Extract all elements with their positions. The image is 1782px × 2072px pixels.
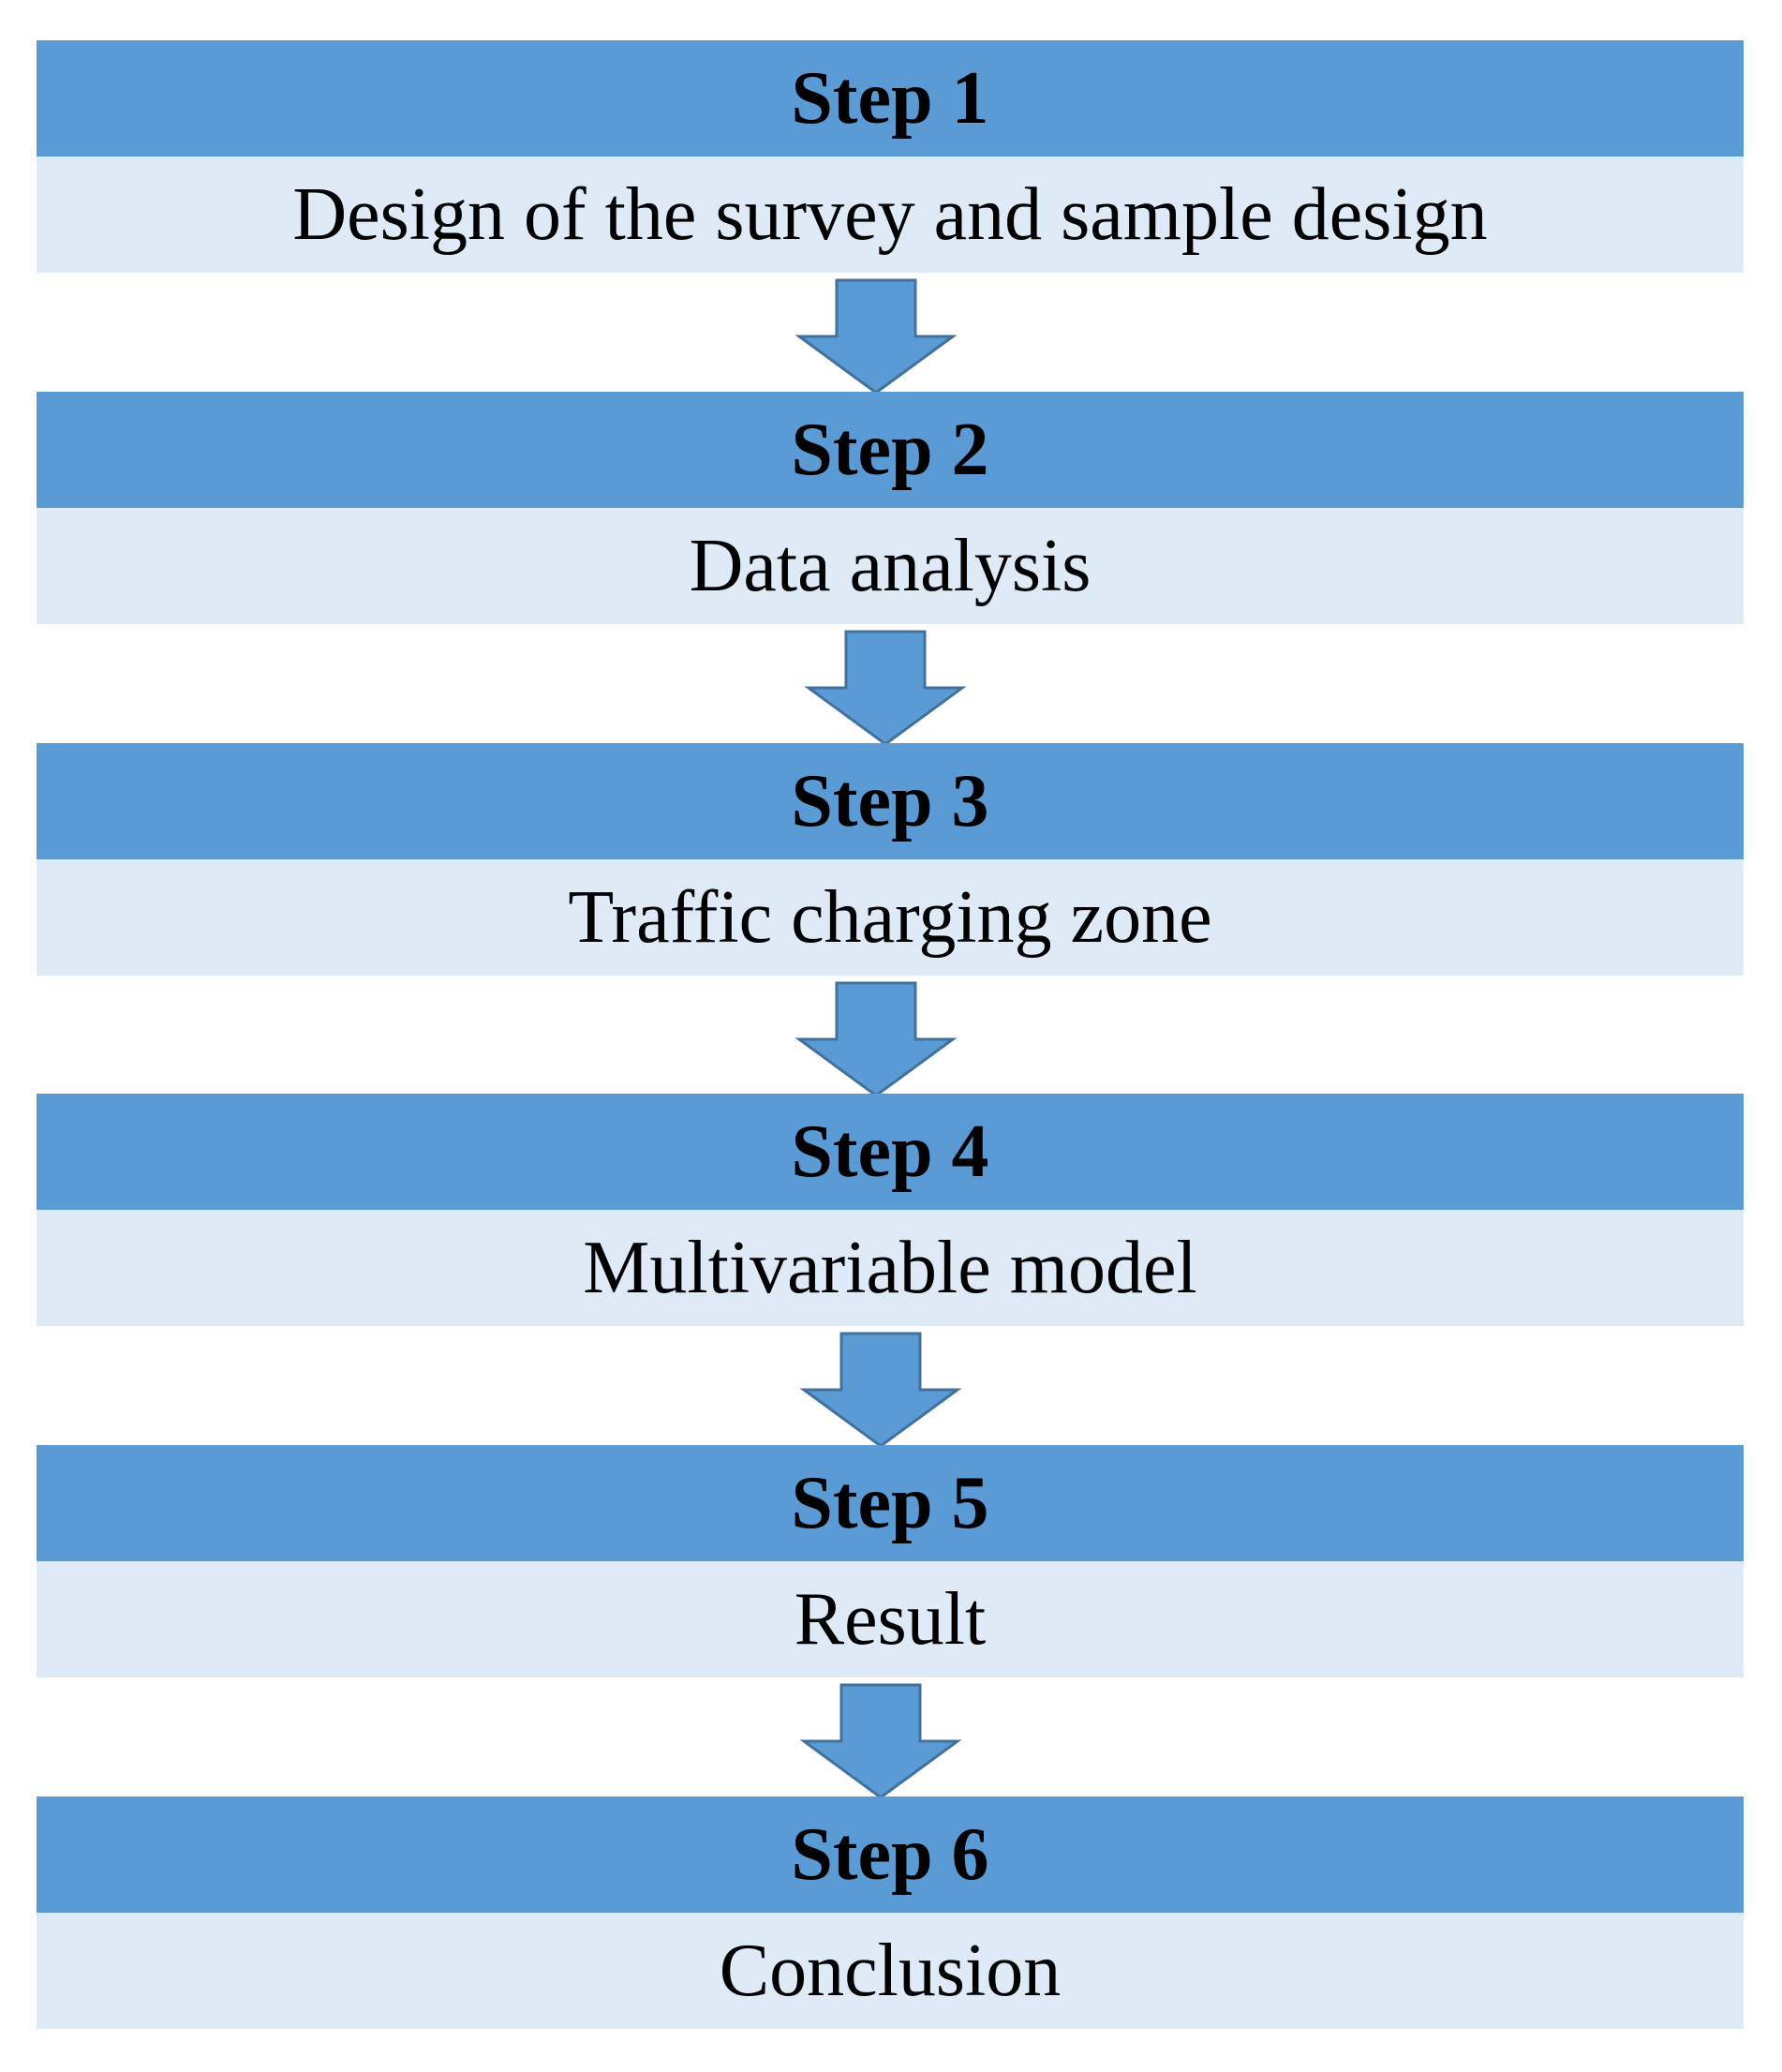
down-arrow-icon [794,278,958,395]
down-arrow-icon [799,1683,962,1799]
step-2-title: Step 2 [37,392,1744,508]
step-6-title: Step 6 [37,1796,1744,1913]
step-1-title: Step 1 [37,40,1744,157]
step-3-description: Traffic charging zone [37,859,1744,976]
down-arrow-icon [804,630,967,746]
step-5-description: Result [37,1561,1744,1677]
step-6-block: Step 6 Conclusion [37,1796,1744,2029]
step-2-block: Step 2 Data analysis [37,392,1744,624]
step-4-title: Step 4 [37,1094,1744,1210]
step-6-description: Conclusion [37,1913,1744,2029]
step-1-description: Design of the survey and sample design [37,157,1744,273]
step-3-title: Step 3 [37,743,1744,859]
step-1-block: Step 1 Design of the survey and sample d… [37,40,1744,273]
step-5-title: Step 5 [37,1445,1744,1561]
step-2-description: Data analysis [37,508,1744,624]
step-5-block: Step 5 Result [37,1445,1744,1677]
down-arrow-icon [794,981,958,1097]
down-arrow-icon [799,1332,962,1448]
step-4-block: Step 4 Multivariable model [37,1094,1744,1326]
step-3-block: Step 3 Traffic charging zone [37,743,1744,976]
step-4-description: Multivariable model [37,1210,1744,1326]
